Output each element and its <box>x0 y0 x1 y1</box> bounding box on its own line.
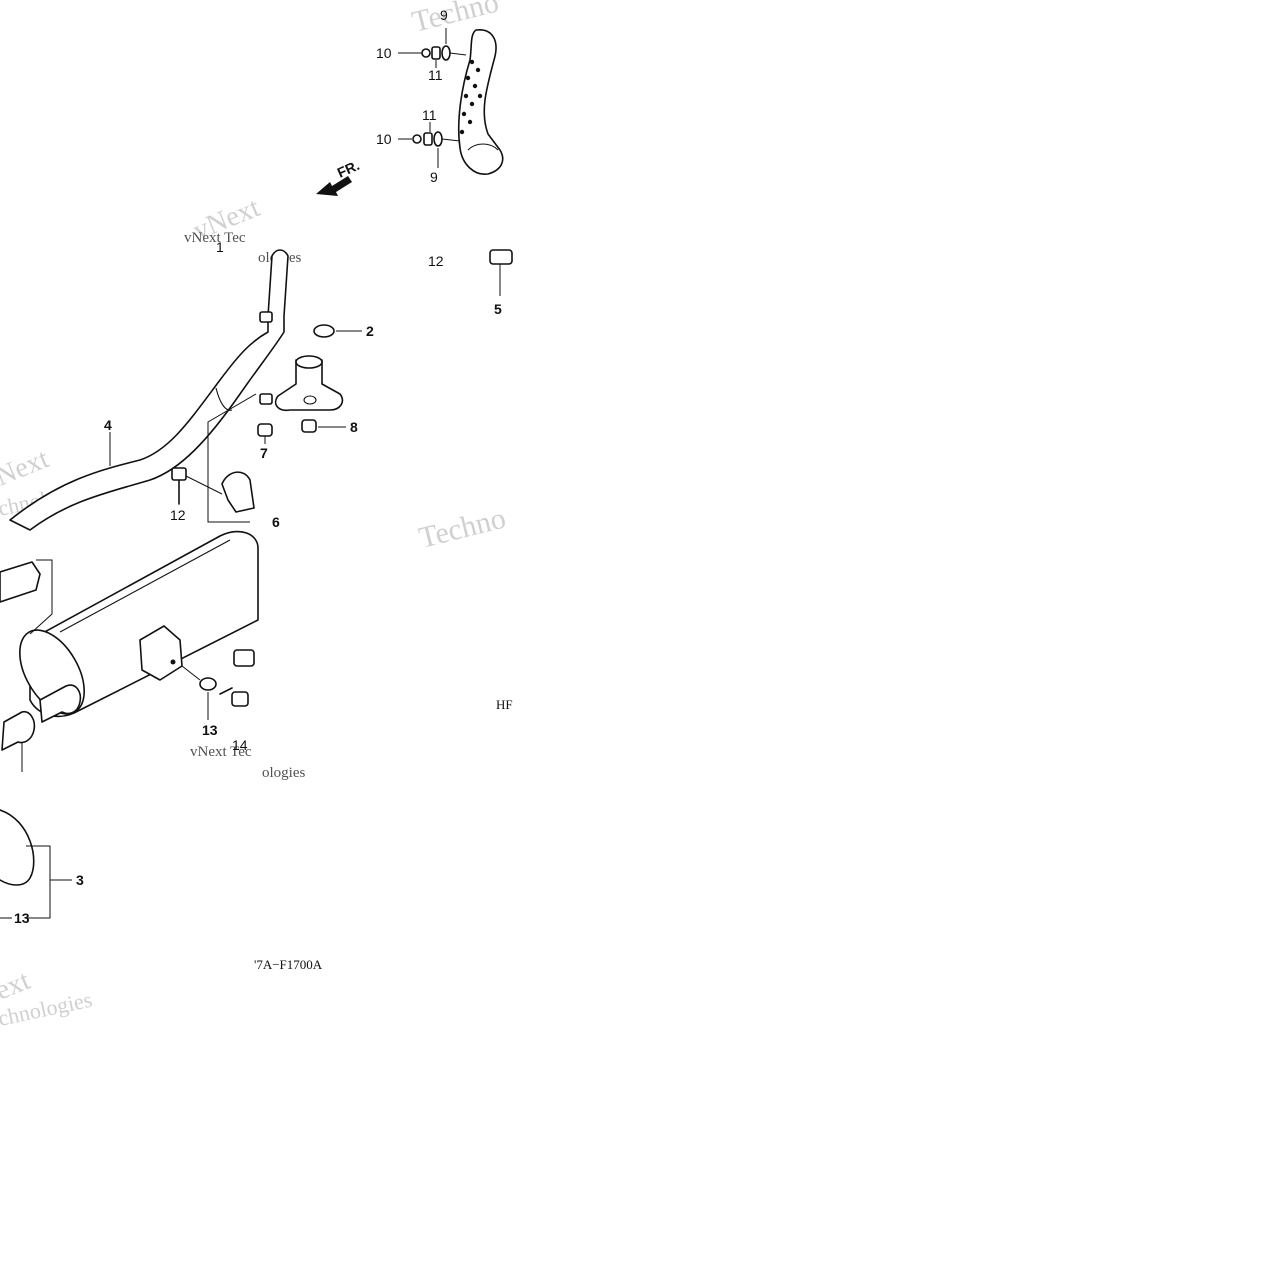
nut-9-left <box>257 423 273 444</box>
callout-10: 9 <box>440 7 448 23</box>
callout-7: 13 <box>202 722 218 738</box>
front-direction-arrow: FR. <box>316 157 362 196</box>
callout-12: 11 <box>422 107 437 123</box>
callout-9: 8 <box>350 419 358 435</box>
muffler <box>0 530 259 723</box>
bolt-14 <box>219 687 249 707</box>
fastener-stack-upper <box>398 28 467 68</box>
plug-cap <box>233 649 255 667</box>
callout-6: 6 <box>272 514 280 530</box>
exhaust-pipe <box>9 249 289 531</box>
callout-8: 13 <box>14 910 30 926</box>
heat-shield-upper <box>457 29 504 175</box>
gasket-2 <box>313 324 362 338</box>
washer-7 <box>181 665 217 720</box>
watermark: ologies <box>262 765 305 781</box>
callout-1: 1 <box>216 239 224 255</box>
watermark: vNext Tec <box>184 230 246 246</box>
callout-13: 12 <box>428 253 444 269</box>
callout-11: 10 <box>376 131 392 147</box>
watermark: Techno <box>416 502 509 555</box>
fastener-stack-lower <box>398 122 461 168</box>
callout-11: 10 <box>376 45 392 61</box>
callout-4: 4 <box>104 417 112 433</box>
callout-5: 5 <box>494 301 502 317</box>
nut-9-right <box>301 419 346 433</box>
end-cap-3 <box>0 809 72 919</box>
diagram-code-bottom: '7A−F1700A <box>254 957 323 972</box>
bracket-leader <box>109 393 257 523</box>
callout-2: 2 <box>366 323 374 339</box>
callout-14: 14 <box>232 737 248 753</box>
callout-12: 11 <box>428 67 443 83</box>
spacer-sleeve <box>1 710 36 772</box>
callout-10: 9 <box>430 169 438 185</box>
clamp-6 <box>185 471 255 513</box>
exhaust-joint-flange <box>274 355 344 412</box>
callouts: 9 10 11 11 10 9 1 12 5 2 4 8 7 12 6 HF 1… <box>14 7 513 972</box>
watermark: vNext Tec <box>190 744 252 760</box>
diagram-code-right: HF <box>496 697 513 712</box>
callout-13: 12 <box>170 507 186 523</box>
direction-label: FR. <box>335 157 362 181</box>
callout-3: 3 <box>76 872 84 888</box>
callout-9: 7 <box>260 445 268 461</box>
bolt-5 <box>489 249 513 296</box>
bolt-13 <box>171 467 187 505</box>
